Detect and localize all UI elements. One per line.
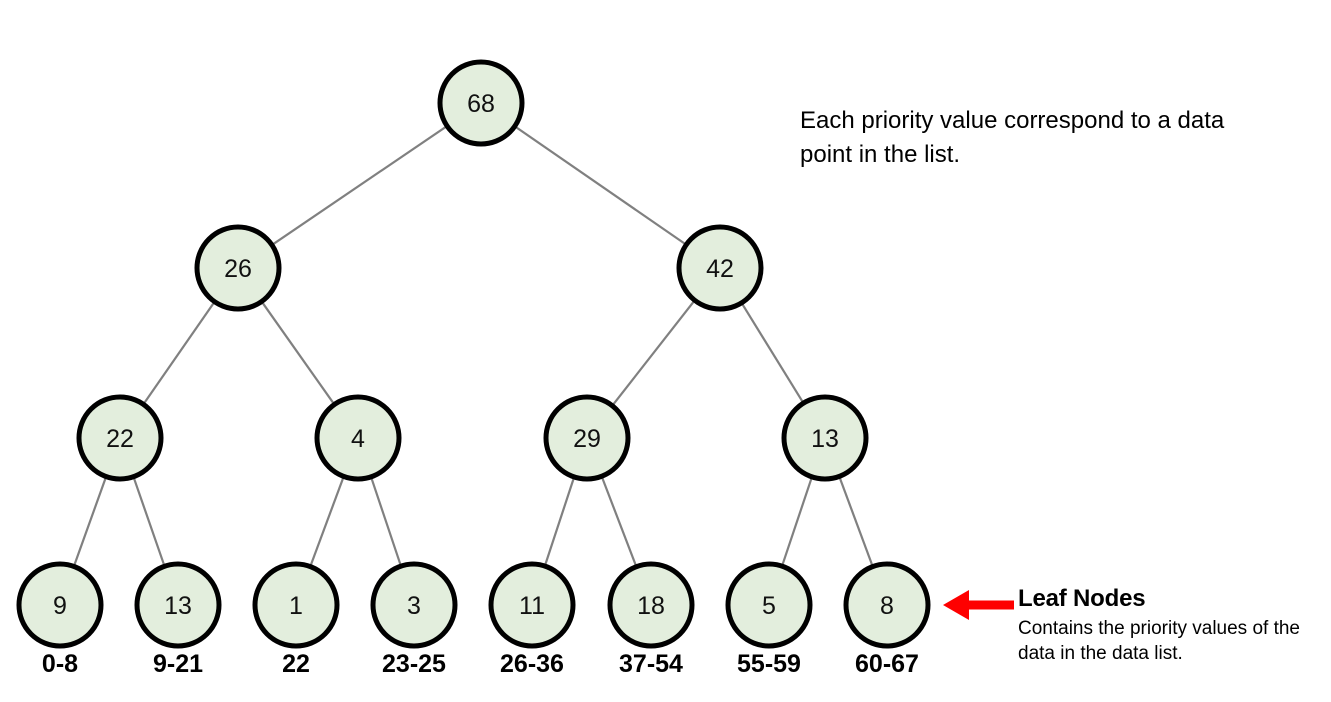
node-value-label: 29 (573, 425, 601, 453)
tree-node[interactable]: 29 (543, 394, 631, 482)
leaf-callout-description: Contains the priority values of the data… (1018, 617, 1300, 665)
node-circle (437, 59, 525, 147)
leaf-node[interactable]: 1 (252, 561, 340, 649)
leaf-range-label: 9-21 (153, 650, 203, 678)
priority-note-text: Each priority value correspond to a data… (800, 107, 1225, 169)
tree-node[interactable]: 22 (76, 394, 164, 482)
tree-node[interactable]: 68 (437, 59, 525, 147)
node-circle (543, 394, 631, 482)
leaf-callout: Leaf Nodes Contains the priority values … (1018, 585, 1328, 666)
node-value-label: 22 (106, 425, 134, 453)
tree-edge (612, 300, 695, 406)
leaf-node[interactable]: 11 (488, 561, 576, 649)
node-value-label: 9 (53, 592, 67, 620)
leaf-range-label: 22 (282, 650, 310, 678)
leaf-node[interactable]: 8 (843, 561, 931, 649)
tree-edge (781, 477, 813, 566)
tree-edge (514, 125, 687, 246)
leaf-callout-title: Leaf Nodes (1018, 585, 1146, 612)
node-value-label: 11 (519, 592, 545, 620)
tree-edge (741, 303, 804, 403)
node-circle (134, 561, 222, 649)
node-value-label: 1 (289, 592, 303, 620)
tree-edge (272, 125, 447, 246)
node-value-label: 68 (467, 90, 495, 118)
node-circle (843, 561, 931, 649)
node-value-label: 13 (811, 425, 839, 453)
node-value-label: 13 (164, 592, 192, 620)
node-circle (607, 561, 695, 649)
node-value-label: 26 (224, 255, 252, 283)
node-value-label: 5 (762, 592, 776, 620)
node-value-label: 42 (706, 255, 734, 283)
tree-edge (370, 477, 402, 566)
tree-node[interactable]: 42 (676, 224, 764, 312)
node-circle (676, 224, 764, 312)
leaf-node[interactable]: 3 (370, 561, 458, 649)
node-circle (194, 224, 282, 312)
leaf-node[interactable]: 5 (725, 561, 813, 649)
leaf-range-label: 37-54 (619, 650, 683, 678)
node-value-label: 3 (407, 592, 421, 620)
tree-edge (132, 477, 166, 566)
tree-edge (544, 477, 575, 566)
node-circle (370, 561, 458, 649)
leaf-range-label: 60-67 (855, 650, 919, 678)
node-value-label: 18 (637, 592, 665, 620)
tree-edge (601, 476, 637, 567)
leaf-callout-arrow (943, 590, 1014, 620)
tree-edge (143, 301, 215, 405)
leaf-range-labels: 0-8 9-21 22 23-25 26-36 37-54 55-59 60-67 (42, 650, 919, 678)
node-value-label: 8 (880, 592, 894, 620)
tree-node[interactable]: 13 (781, 394, 869, 482)
arrow-left-icon (943, 590, 1014, 620)
leaf-node[interactable]: 9 (16, 561, 104, 649)
leaf-range-label: 26-36 (500, 650, 564, 678)
node-circle (781, 394, 869, 482)
node-circle (488, 561, 576, 649)
tree-edge (838, 476, 874, 567)
leaf-range-label: 55-59 (737, 650, 801, 678)
tree-node[interactable]: 26 (194, 224, 282, 312)
tree-edge (309, 476, 345, 567)
node-circle (16, 561, 104, 649)
leaf-range-label: 0-8 (42, 650, 78, 678)
tree-edge (73, 477, 107, 566)
leaf-node[interactable]: 18 (607, 561, 695, 649)
leaf-range-label: 23-25 (382, 650, 446, 678)
node-circle (725, 561, 813, 649)
tree-node[interactable]: 4 (314, 394, 402, 482)
node-value-label: 4 (351, 425, 365, 453)
tree-edge (261, 301, 335, 405)
tree-edges (73, 125, 874, 567)
leaf-node[interactable]: 13 (134, 561, 222, 649)
node-circle (252, 561, 340, 649)
node-circle (76, 394, 164, 482)
node-circle (314, 394, 402, 482)
